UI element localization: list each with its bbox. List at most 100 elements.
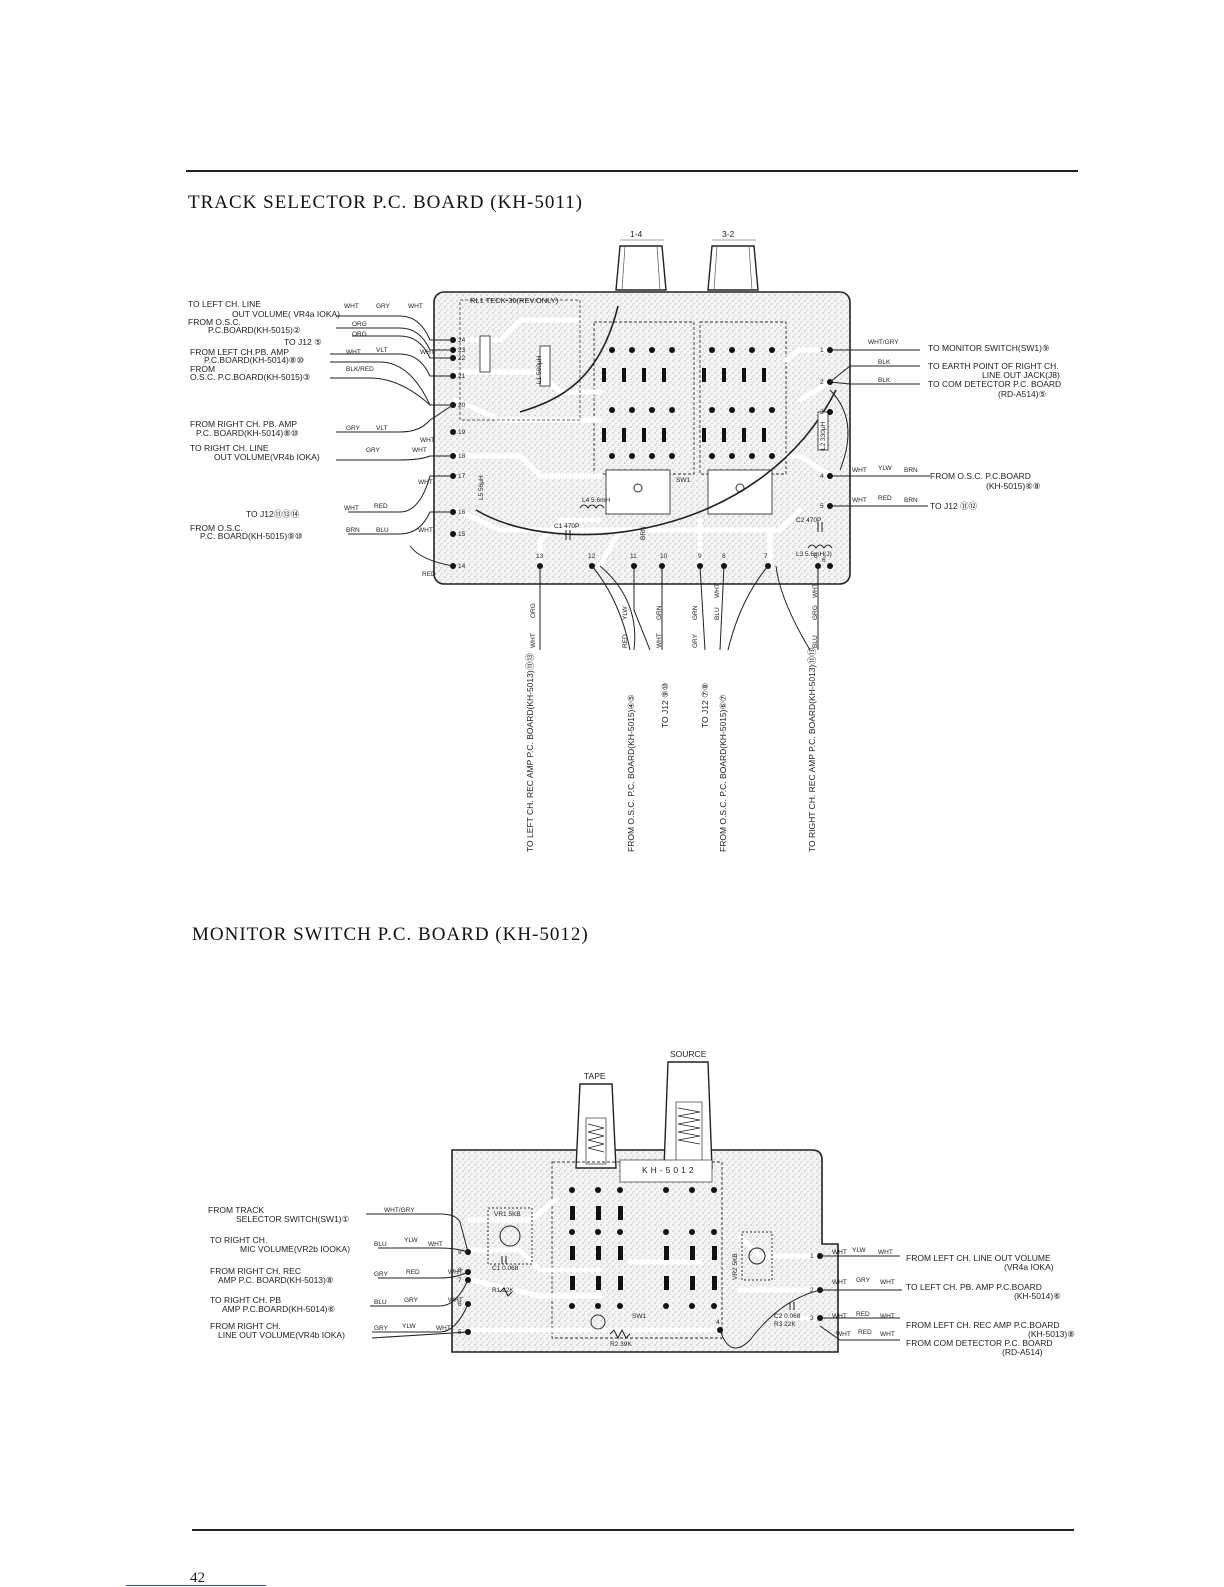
b2-wire-r-2: WHT	[878, 1249, 893, 1256]
b1-wire-l-11: WHT	[420, 437, 435, 444]
b2-wire-l-1: BLU	[374, 1241, 387, 1248]
b2-wire-l-11: YLW	[402, 1323, 416, 1330]
b2-left-label-7: AMP P.C.BOARD(KH-5014)⑥	[222, 1304, 336, 1314]
b1-wire-l-5: WHT	[346, 349, 361, 356]
b1-wire-l-17: BRN	[346, 527, 360, 534]
b1-wire-l-2: WHT	[408, 303, 423, 310]
b1-bottom-label-1: FROM O.S.C. P.C. BOARD(KH-5015)④⑤	[626, 694, 636, 852]
b1-wire-b-13: BRN	[640, 526, 647, 540]
b2-pin-l-0: 9	[458, 1249, 462, 1256]
board1-part-c1: C1 470P	[554, 523, 580, 530]
b1-pin-b-5: 8	[722, 553, 726, 560]
b2-right-label-1: (VR4a IOKA)	[1004, 1262, 1054, 1272]
b1-bottom-label-3: TO J12 ⑦⑧	[700, 682, 710, 728]
board1-part-l4: L4 5.6mH	[582, 497, 611, 504]
b2-right-label-0: FROM LEFT CH. LINE OUT VOLUME	[906, 1253, 1051, 1263]
b1-pin-r-3: 4	[820, 473, 824, 480]
b1-wire-b-9: WHT	[714, 583, 721, 598]
b2-wire-l-5: RED	[406, 1269, 420, 1276]
b2-left-label-1: SELECTOR SWITCH(SW1)①	[236, 1214, 350, 1224]
b1-bottom-label-5: TO RIGHT CH. REC AMP P.C. BOARD(KH-5013)…	[807, 647, 817, 852]
b1-pin-b-3: 10	[660, 553, 668, 560]
b2-wire-r-0: WHT	[832, 1249, 847, 1256]
b1-wire-r-2: BLK	[878, 377, 891, 384]
b2-wire-l-2: YLW	[404, 1237, 418, 1244]
switch-knob-3-2	[707, 245, 759, 291]
b1-pin-l-0: 24	[458, 337, 466, 344]
board2-switch-tape: TAPE	[584, 1071, 606, 1081]
b2-wire-l-12: WHT	[436, 1325, 451, 1332]
b2-wire-l-0: WHT/GRY	[384, 1207, 415, 1214]
board2-switch-source: SOURCE	[670, 1049, 707, 1059]
board1-switch-label-1: 1-4	[630, 229, 643, 239]
b1-wire-b-7: GRY	[692, 634, 699, 648]
board2-title: MONITOR SWITCH P.C. BOARD (KH-5012)	[192, 924, 589, 945]
b1-wire-l-12: GRY	[366, 447, 380, 454]
b1-wire-l-14: WHT	[344, 505, 359, 512]
b1-wire-b-12: WHT	[812, 583, 819, 598]
b1-bottom-label-2: TO J12 ⑨⑩	[660, 682, 670, 728]
b1-wire-l-13: WHT	[412, 447, 427, 454]
b1-pin-b-4: 9	[698, 553, 702, 560]
b1-right-label-0: TO MONITOR SWITCH(SW1)⑨	[928, 343, 1050, 353]
b2-wire-r-5: WHT	[880, 1279, 895, 1286]
b2-wire-l-8: GRY	[404, 1297, 418, 1304]
board1-part-c2: C2 470P	[796, 517, 822, 524]
b2-pin-l-1: 8	[458, 1267, 462, 1274]
board1-part-l5: L5 56μH	[478, 475, 485, 500]
b2-wire-l-10: GRY	[374, 1325, 388, 1332]
b2-left-label-6: TO RIGHT CH. PB	[210, 1295, 282, 1305]
b1-wire-l-1: GRY	[376, 303, 390, 310]
b1-wire-l-10: VLT	[376, 425, 388, 432]
b1-pin-b-2: 11	[630, 553, 637, 560]
b1-right-label-3: TO COM DETECTOR P.C. BOARD	[928, 379, 1062, 389]
board2-part-c2: C2 0.068	[774, 1313, 801, 1320]
b1-bottom-label-0: TO LEFT CH. REC AMP P.C. BOARD(KH-5013)⑪…	[525, 653, 535, 852]
b2-pin-l-4: 5	[458, 1329, 462, 1336]
b1-left-label-13: TO J12⑪⑬⑭	[246, 509, 300, 519]
b1-wire-b-2: RED	[622, 634, 629, 648]
b2-wire-l-9: WHT	[448, 1297, 463, 1304]
b1-pin-l-9: 15	[458, 531, 466, 538]
b1-pin-l-1: 23	[458, 347, 466, 354]
b2-pin-l-2: 7	[458, 1277, 462, 1284]
b1-left-label-10: P.C. BOARD(KH-5014)⑧⑩	[196, 428, 299, 438]
board2-part-c1: C1 0.068	[492, 1265, 519, 1272]
board1-part-l1: L1 560μH	[536, 355, 543, 384]
b2-wire-l-6: WHT	[448, 1269, 463, 1276]
b1-pin-b-7: 6	[814, 553, 818, 560]
b1-wire-b-5: GRN	[656, 605, 663, 620]
b2-pin-r-3: 4	[716, 1319, 720, 1326]
b2-wire-l-7: BLU	[374, 1299, 387, 1306]
b2-left-label-9: LINE OUT VOLUME(VR4b IOKA)	[218, 1330, 345, 1340]
b1-wire-r-0: WHT/GRY	[868, 339, 899, 346]
board2-plate: KH-5012	[642, 1165, 697, 1175]
monitor-switch-board	[366, 1061, 902, 1353]
b2-right-label-7: (RD-A514)	[1002, 1347, 1043, 1357]
b2-wire-r-7: RED	[856, 1311, 870, 1318]
b1-wire-l-8: BLK/RED	[346, 366, 374, 373]
b1-wire-r-4: YLW	[878, 465, 892, 472]
b1-left-label-9: FROM RIGHT CH. PB. AMP	[190, 419, 298, 429]
b2-wire-r-1: YLW	[852, 1247, 866, 1254]
board1-switch-label-2: 3-2	[722, 229, 735, 239]
b1-left-label-6: P.C.BOARD(KH-5014)⑧⑩	[204, 355, 305, 365]
b2-wire-r-8: WHT	[880, 1313, 895, 1320]
b1-bottom-label-4: FROM O.S.C. P.C. BOARD(KH-5015)⑥⑦	[718, 694, 728, 852]
b2-wire-r-9: WHT	[836, 1331, 851, 1338]
b1-wire-b-8: BLU	[714, 607, 721, 620]
b1-wire-b-4: WHT	[656, 633, 663, 648]
b1-wire-l-9: GRY	[346, 425, 360, 432]
b1-left-label-7: FROM	[190, 364, 216, 374]
b1-wire-b-6: GRN	[692, 605, 699, 620]
b2-right-label-2: TO LEFT CH. PB. AMP P.C.BOARD	[906, 1282, 1042, 1292]
board1-part-l3: L3 5.6mH(J)	[796, 551, 832, 558]
b2-pin-r-2: 3	[810, 1315, 814, 1322]
b1-pin-l-2: 22	[458, 355, 466, 362]
b1-wire-l-15: RED	[374, 503, 388, 510]
b1-left-label-3: P.C.BOARD(KH-5015)②	[208, 325, 301, 335]
board2-part-r2: R2 39K	[610, 1341, 632, 1348]
b2-left-label-3: MIC VOLUME(VR2b IOOKA)	[240, 1244, 351, 1254]
b1-right-label-5: FROM O.S.C. P.C.BOARD	[930, 471, 1031, 481]
